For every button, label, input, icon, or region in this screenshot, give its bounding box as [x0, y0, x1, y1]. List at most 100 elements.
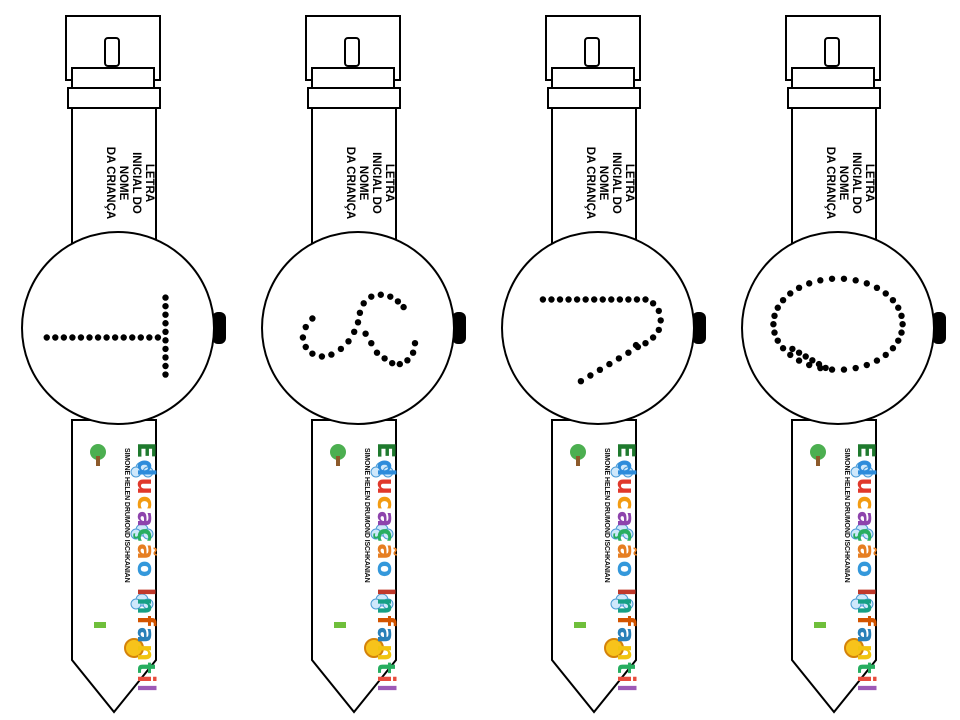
- tracing-dot: [642, 340, 649, 347]
- watch-dial: [21, 231, 215, 425]
- tracing-dot: [394, 298, 402, 305]
- tracing-dot: [882, 290, 889, 297]
- brand-letter: n: [372, 644, 400, 663]
- brand-letter: d: [132, 459, 160, 478]
- cloud-icon: [850, 466, 862, 478]
- tracing-dot: [137, 334, 144, 341]
- tracing-dot: [633, 296, 641, 303]
- watch-dial: [501, 231, 695, 425]
- cloud-icon: [622, 528, 634, 540]
- brand-letter: n: [852, 644, 880, 663]
- brand-letter: [374, 578, 398, 587]
- brand-credit: SIMONE HELEN DRUMOND ISCHKANIAN: [603, 448, 610, 583]
- watch-template-s: S LETRA INICIAL DO NOME DA CRIANÇA Educa…: [240, 0, 480, 720]
- grass-icon: [574, 622, 586, 628]
- tracing-dot: [863, 361, 870, 369]
- tracing-dot: [52, 334, 59, 341]
- brand-letter: a: [612, 510, 640, 529]
- watch-dial: [261, 231, 455, 425]
- brand-letter: a: [132, 510, 160, 529]
- brand-letter: I: [852, 587, 880, 598]
- crown-icon: [452, 312, 466, 344]
- brand-letter: i: [852, 674, 880, 684]
- tracing-dot: [787, 351, 794, 359]
- brand-letter: I: [372, 587, 400, 598]
- brand-letter: E: [132, 442, 160, 460]
- tracing-dot: [802, 353, 809, 360]
- tracing-dot: [337, 345, 345, 353]
- brand-letter: c: [612, 495, 640, 511]
- brand-letter: o: [852, 560, 880, 579]
- cloud-icon: [142, 466, 154, 478]
- tracing-dot: [596, 366, 604, 373]
- brand-letter: d: [612, 459, 640, 478]
- strap-loop: [311, 67, 395, 89]
- tracing-dot: [302, 343, 309, 351]
- tree-trunk: [816, 456, 820, 466]
- tracing-dot: [86, 334, 93, 341]
- tracing-dot: [606, 360, 613, 368]
- sun-icon: [124, 638, 144, 658]
- grass-icon: [814, 622, 826, 628]
- tracing-dot: [409, 349, 417, 356]
- cloud-icon: [370, 466, 382, 478]
- brand-letter: n: [132, 644, 160, 663]
- tracing-dot: [356, 309, 364, 316]
- tracing-dot: [354, 319, 362, 326]
- buckle-pin: [104, 37, 120, 67]
- cloud-icon: [862, 528, 874, 540]
- brand-letter: ã: [852, 543, 880, 561]
- tracing-dot: [882, 351, 889, 359]
- brand-letter: n: [852, 597, 880, 616]
- brand-credit: SIMONE HELEN DRUMOND ISCHKANIAN: [843, 448, 850, 583]
- crown-icon: [932, 312, 946, 344]
- brand-letter: l: [132, 683, 160, 694]
- brand-letter: i: [132, 674, 160, 684]
- brand-letter: t: [372, 662, 400, 675]
- tracing-dot: [787, 290, 794, 297]
- tracing-dot: [565, 296, 572, 303]
- tracing-dot: [591, 296, 598, 303]
- tracing-dot: [577, 378, 585, 385]
- tracing-dot: [795, 357, 803, 364]
- tracing-dot: [60, 334, 68, 341]
- grass-icon: [334, 622, 346, 628]
- brand-letter: f: [132, 615, 160, 627]
- tracing-dot: [146, 334, 153, 341]
- tracing-dot: [411, 340, 419, 347]
- tracing-dot: [642, 296, 649, 303]
- tracing-dot: [381, 355, 388, 362]
- brand-letter: [134, 578, 158, 587]
- tracing-dot: [328, 351, 335, 358]
- tracing-dot: [360, 300, 367, 307]
- tracing-dot: [657, 317, 664, 324]
- brand-letter: a: [612, 626, 640, 645]
- brand-letter: I: [132, 587, 160, 598]
- cloud-icon: [850, 528, 862, 540]
- tracing-dot: [162, 371, 169, 378]
- tracing-dot: [616, 296, 624, 303]
- sun-icon: [364, 638, 384, 658]
- tree-trunk: [576, 456, 580, 466]
- brand-letter: ç: [132, 528, 160, 544]
- decor-group: [330, 444, 394, 658]
- tracing-dot: [795, 284, 803, 292]
- tracing-dot: [599, 296, 606, 303]
- tracing-dot: [548, 296, 555, 303]
- brand-letter: c: [852, 495, 880, 511]
- tracing-dot: [771, 329, 778, 336]
- tracing-dot: [806, 361, 813, 369]
- brand-letter: f: [372, 615, 400, 627]
- brand-logo: Educação Infantil SIMONE HELEN DRUMOND I…: [118, 442, 160, 693]
- tree-icon: [90, 444, 106, 460]
- watch-template-r: R LETRA INICIAL DO NOME DA CRIANÇA Educa…: [480, 0, 720, 720]
- tracing-dot: [840, 366, 848, 373]
- tracing-dot: [556, 296, 564, 303]
- upper-strap: [311, 107, 397, 251]
- brand-letter: t: [612, 662, 640, 675]
- tracing-dot: [895, 337, 902, 344]
- tracing-dot: [655, 307, 662, 315]
- tracing-dot: [873, 357, 881, 364]
- tracing-dot: [400, 303, 407, 311]
- crown-icon: [692, 312, 706, 344]
